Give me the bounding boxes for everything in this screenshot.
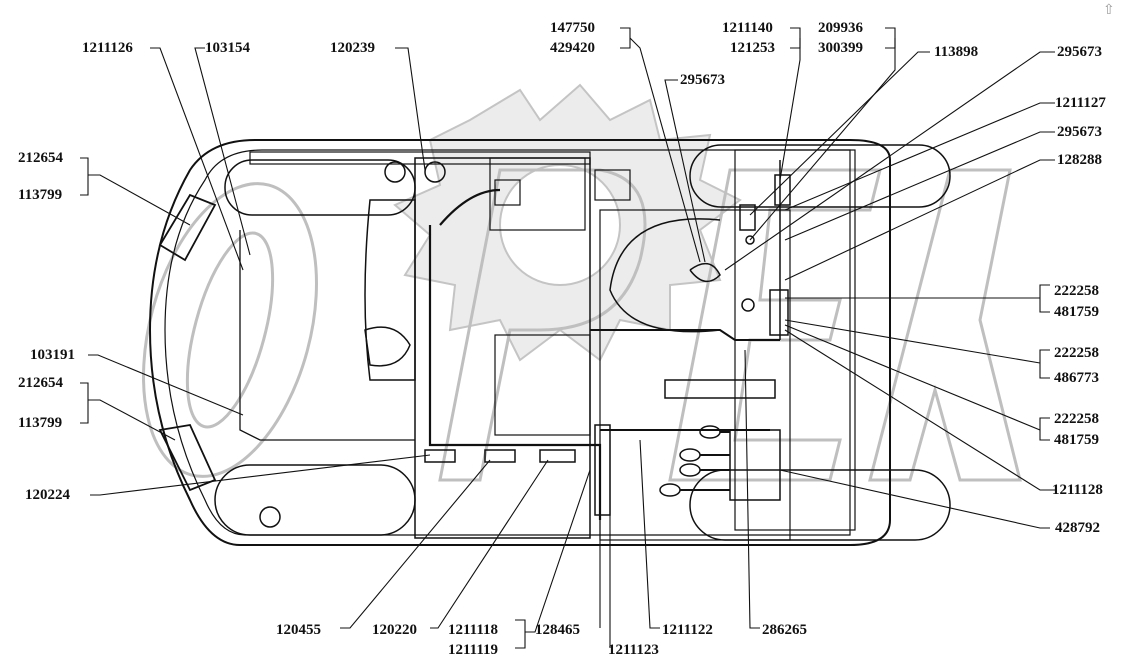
part-label: 1211126 (82, 40, 133, 56)
part-label: 128288 (1057, 152, 1102, 168)
part-label: 120455 (276, 622, 321, 638)
part-label: 1211118 (448, 622, 499, 638)
part-label: 1211127 (1055, 95, 1106, 111)
part-label: 300399 (818, 40, 863, 56)
part-label: 295673 (1057, 44, 1102, 60)
part-label: 103154 (205, 40, 250, 56)
part-label: 1211122 (662, 622, 713, 638)
part-label: 212654 (18, 150, 63, 166)
watermark (393, 83, 742, 362)
part-label: 222258 (1054, 411, 1099, 427)
part-label: 222258 (1054, 283, 1099, 299)
part-label: 486773 (1054, 370, 1099, 386)
part-label: 147750 (550, 20, 595, 36)
part-label: 428792 (1055, 520, 1100, 536)
part-label: 1211140 (722, 20, 773, 36)
part-label: 113799 (18, 187, 63, 203)
part-label: 120220 (372, 622, 417, 638)
part-label: 1211119 (448, 642, 499, 658)
part-label: 120239 (330, 40, 375, 56)
part-label: 1211123 (608, 642, 659, 658)
part-label: 481759 (1054, 432, 1099, 448)
part-label: 429420 (550, 40, 595, 56)
part-label: 1211128 (1052, 482, 1103, 498)
part-label: 222258 (1054, 345, 1099, 361)
part-label: 113799 (18, 415, 63, 431)
part-label: 209936 (818, 20, 863, 36)
part-label: 295673 (680, 72, 725, 88)
part-label: 212654 (18, 375, 63, 391)
part-label: 121253 (730, 40, 775, 56)
part-label: 113898 (934, 44, 979, 60)
part-label: 295673 (1057, 124, 1102, 140)
part-label: 481759 (1054, 304, 1099, 320)
part-label: 120224 (25, 487, 70, 503)
machine-outline (148, 139, 951, 546)
part-label: 103191 (30, 347, 75, 363)
part-label: 128465 (535, 622, 580, 638)
leader-lines (80, 27, 1055, 649)
part-label: 286265 (762, 622, 807, 638)
corner-mark: ⇧ (1103, 3, 1115, 18)
